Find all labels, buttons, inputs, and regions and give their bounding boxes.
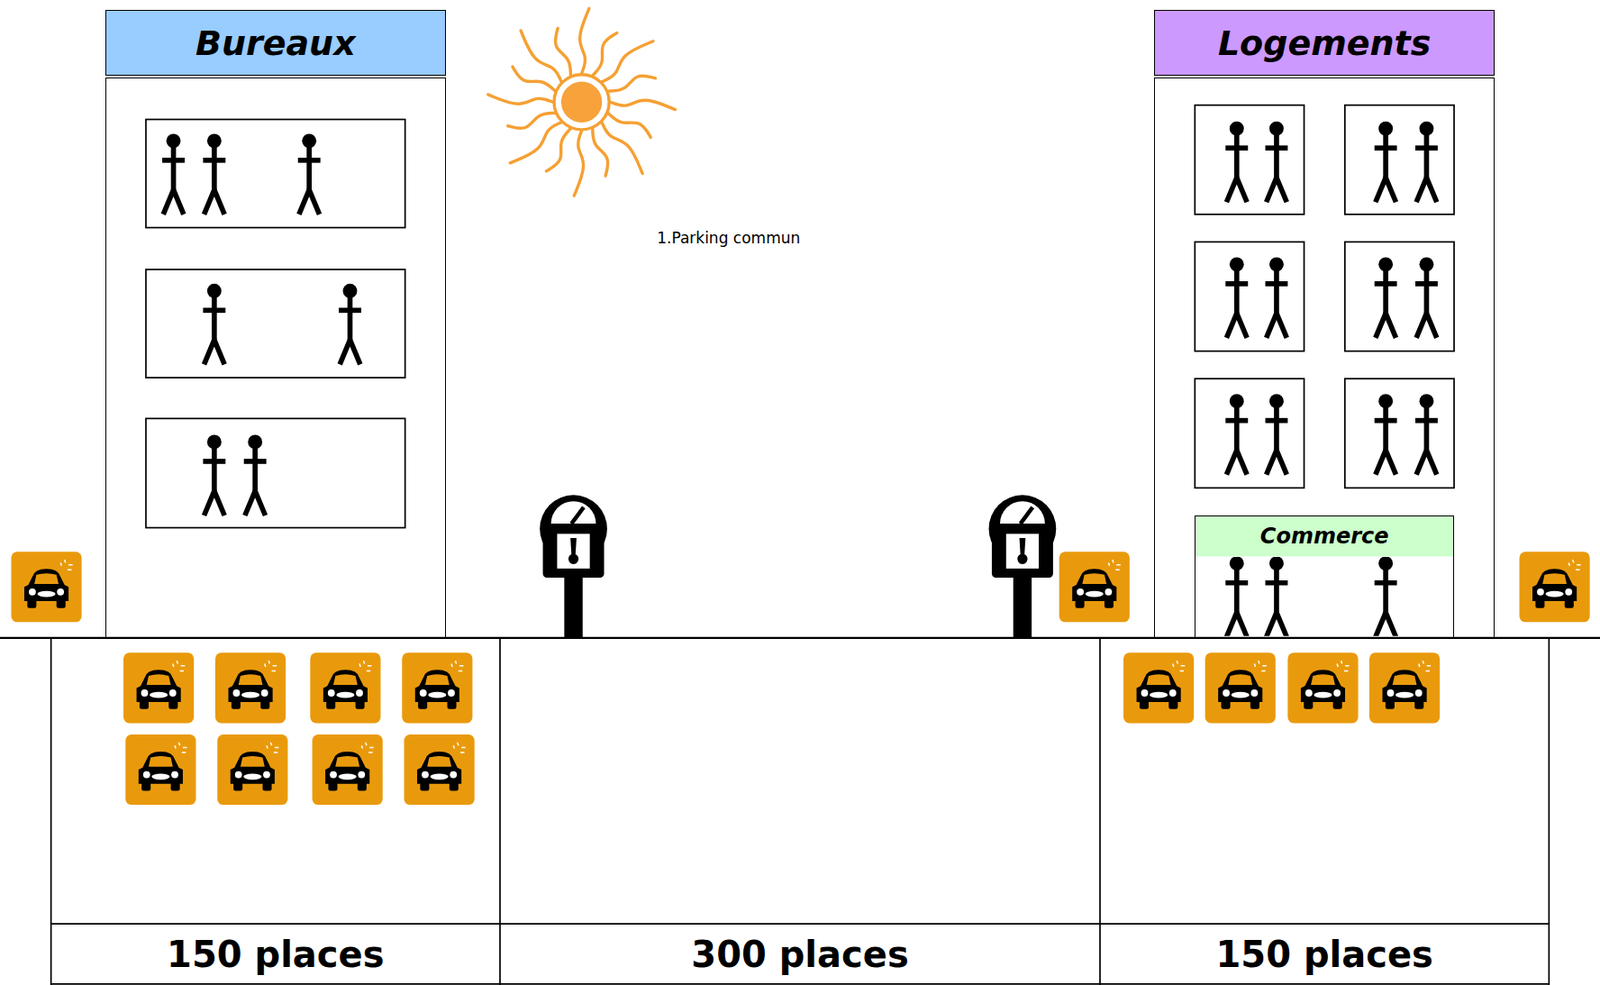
sun-ray (609, 100, 675, 110)
shop-box: Commerce (1194, 515, 1455, 638)
stick-figure (1264, 121, 1288, 202)
rooms (145, 105, 1455, 528)
housing-building: LogementsCommerce (1154, 9, 1495, 638)
capacity-cell: 300 places (500, 923, 1100, 985)
stick-figure (1374, 121, 1398, 202)
shop-people (1225, 555, 1397, 636)
heading: Bureaux (195, 23, 356, 64)
sun-ray (512, 66, 555, 91)
capacity-label: 150 places (1215, 933, 1433, 975)
callout-label: 1.Parking commun (656, 228, 800, 247)
stick-figure (1415, 121, 1438, 202)
sun-ray (608, 112, 651, 137)
sun-ray (592, 128, 609, 177)
stick-figure (298, 133, 321, 214)
office-building: Bureaux (105, 9, 446, 638)
parking-meters (539, 494, 1056, 638)
stick-figure (1264, 393, 1288, 474)
cars (10, 551, 1590, 805)
stick-figure (1374, 393, 1398, 474)
sun-ray (573, 130, 583, 196)
stick-figure (338, 283, 362, 364)
header-band: Bureaux (105, 9, 446, 75)
stick-figure (202, 133, 226, 214)
sun-ray (555, 27, 572, 76)
sun-ray (545, 128, 571, 172)
stick-figure (1225, 393, 1248, 474)
sun-ray (608, 75, 656, 91)
stick-figure (1374, 256, 1398, 337)
stick-figure (1374, 555, 1398, 636)
stick-figure (244, 435, 267, 516)
stick-figure (202, 435, 226, 516)
sun-ray (508, 112, 556, 128)
building-outline (105, 77, 446, 638)
stick-figure (1225, 555, 1248, 636)
stick-figure (1225, 256, 1248, 337)
capacity-label: 300 places (690, 933, 909, 975)
capacity-cell: 150 places (1100, 923, 1549, 985)
stick-figure (1415, 393, 1438, 474)
stick-figure (1264, 256, 1288, 337)
sun (488, 8, 676, 196)
parking-lot-lines (0, 637, 1600, 985)
stick-figure (1264, 555, 1288, 636)
heading: Commerce (1260, 523, 1390, 549)
stick-figure (202, 283, 226, 364)
sun-ray (592, 33, 618, 76)
stick-figure (1225, 121, 1248, 202)
capacity-label: 150 places (166, 933, 384, 975)
sun-disc (561, 81, 602, 123)
stick-figure (162, 133, 185, 214)
sun-ray (580, 8, 590, 73)
header-band: Logements (1154, 9, 1495, 75)
capacity-cell: 150 places (51, 923, 500, 985)
heading: Logements (1218, 23, 1432, 64)
sun-ring (554, 74, 610, 130)
sun-ray (488, 94, 554, 104)
stick-figure (1415, 256, 1438, 337)
shop-header-band: Commerce (1195, 516, 1454, 557)
people (162, 121, 1438, 516)
